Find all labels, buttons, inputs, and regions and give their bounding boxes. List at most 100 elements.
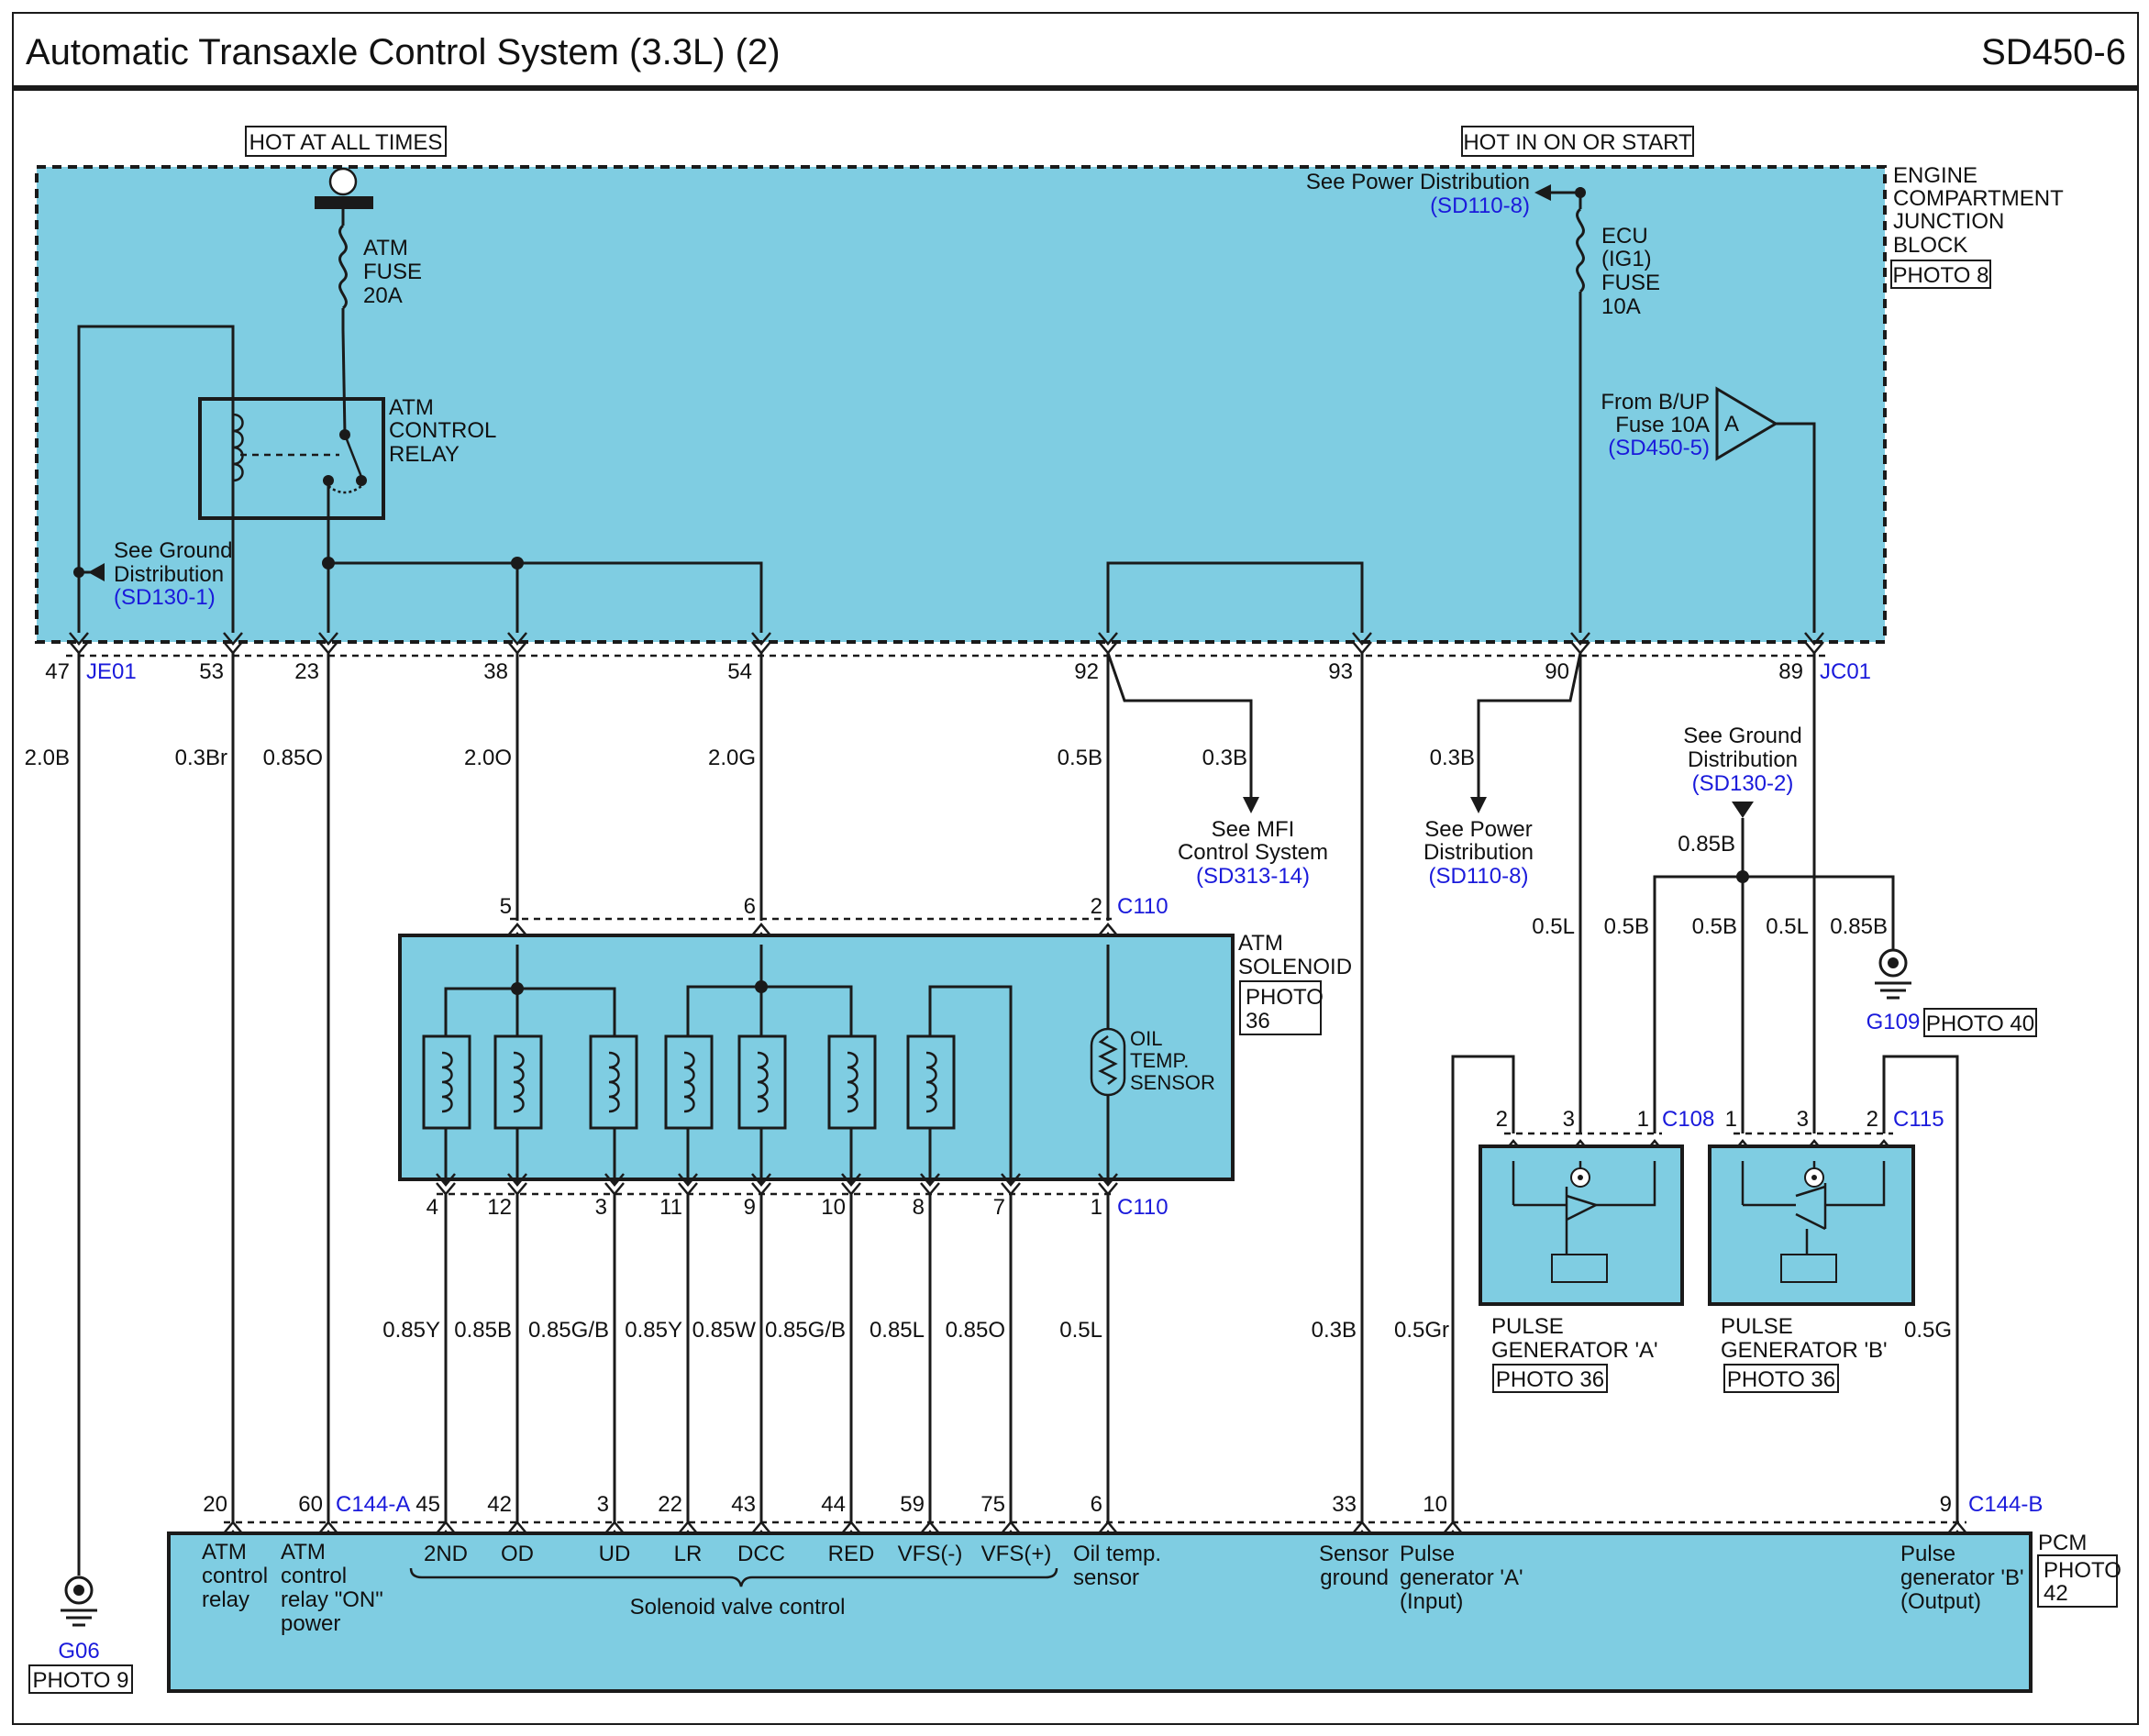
svg-text:3: 3	[595, 1195, 607, 1220]
svg-text:Distribution: Distribution	[1688, 747, 1798, 772]
svg-text:Oil temp.: Oil temp.	[1073, 1542, 1161, 1566]
svg-text:control: control	[202, 1564, 268, 1588]
svg-text:See Power: See Power	[1424, 817, 1532, 842]
svg-text:Sensor: Sensor	[1319, 1542, 1389, 1566]
svg-text:C110: C110	[1117, 1195, 1169, 1220]
svg-text:RELAY: RELAY	[389, 442, 460, 467]
hot-at-all-times-label: HOT AT ALL TIMES	[245, 126, 447, 157]
svg-text:10: 10	[821, 1195, 846, 1220]
svg-text:22: 22	[658, 1492, 682, 1517]
svg-text:ECU: ECU	[1601, 224, 1648, 249]
svg-text:COMPARTMENT: COMPARTMENT	[1893, 186, 2064, 211]
svg-text:OD: OD	[501, 1542, 534, 1566]
svg-text:G109: G109	[1867, 1010, 1921, 1034]
svg-text:1: 1	[1637, 1107, 1649, 1132]
svg-text:0.5B: 0.5B	[1604, 914, 1649, 939]
svg-text:PHOTO 40: PHOTO 40	[1926, 1012, 2034, 1036]
svg-text:See Ground: See Ground	[114, 538, 232, 563]
svg-text:33: 33	[1332, 1492, 1357, 1517]
svg-text:(SD130-2): (SD130-2)	[1692, 771, 1794, 796]
svg-text:C110: C110	[1117, 894, 1169, 919]
ground-g06: G06 PHOTO 9	[28, 1576, 133, 1694]
svg-text:1: 1	[1725, 1107, 1737, 1132]
svg-text:92: 92	[1074, 659, 1099, 684]
main-wires	[77, 653, 1816, 1576]
svg-text:45: 45	[415, 1492, 440, 1517]
svg-text:ground: ground	[1320, 1565, 1389, 1590]
pulse-generator-wire-labels: 0.5L 0.5B 0.5B 0.5L 0.85B	[1532, 914, 1888, 939]
svg-text:2.0B: 2.0B	[25, 746, 70, 770]
svg-text:7: 7	[993, 1195, 1005, 1220]
svg-text:relay "ON": relay "ON"	[281, 1587, 383, 1612]
svg-text:ATM: ATM	[1238, 931, 1283, 956]
svg-text:LR: LR	[674, 1542, 703, 1566]
svg-text:0.85L: 0.85L	[870, 1318, 925, 1343]
svg-text:0.5B: 0.5B	[1692, 914, 1737, 939]
svg-text:PCM: PCM	[2038, 1531, 2087, 1555]
svg-text:42: 42	[487, 1492, 512, 1517]
svg-text:control: control	[281, 1564, 347, 1588]
svg-text:2.0O: 2.0O	[464, 746, 512, 770]
svg-text:0.85B: 0.85B	[1830, 914, 1888, 939]
svg-text:0.5L: 0.5L	[1059, 1318, 1102, 1343]
svg-text:9: 9	[1940, 1492, 1952, 1517]
svg-text:A: A	[1724, 412, 1739, 437]
svg-text:sensor: sensor	[1073, 1565, 1139, 1590]
svg-text:0.85B: 0.85B	[454, 1318, 512, 1343]
svg-text:5: 5	[500, 894, 512, 919]
svg-text:53: 53	[199, 659, 224, 684]
svg-text:43: 43	[731, 1492, 756, 1517]
svg-text:SENSOR: SENSOR	[1130, 1071, 1215, 1094]
from-bup-fuse-connector: A From B/UP Fuse 10A (SD450-5)	[1601, 386, 1816, 633]
pulse-a-transistor	[1512, 1161, 1656, 1283]
svg-text:2: 2	[1496, 1107, 1508, 1132]
svg-text:UD: UD	[599, 1542, 631, 1566]
svg-text:2: 2	[1091, 894, 1102, 919]
see-power-distribution-top: See Power Distribution (SD110-8)	[1306, 170, 1586, 218]
svg-text:JC01: JC01	[1820, 659, 1871, 684]
svg-text:0.5Gr: 0.5Gr	[1394, 1318, 1449, 1343]
svg-text:0.85G/B: 0.85G/B	[528, 1318, 609, 1343]
svg-text:ATM: ATM	[281, 1540, 326, 1565]
svg-text:FUSE: FUSE	[363, 260, 422, 284]
svg-text:HOT AT ALL TIMES: HOT AT ALL TIMES	[249, 130, 443, 155]
see-ground-distribution-1: See Ground Distribution (SD130-1)	[73, 538, 232, 610]
svg-text:relay: relay	[202, 1587, 249, 1612]
svg-text:VFS(-): VFS(-)	[898, 1542, 963, 1566]
svg-text:DCC: DCC	[737, 1542, 785, 1566]
svg-text:PHOTO: PHOTO	[2044, 1558, 2121, 1583]
svg-text:20A: 20A	[363, 283, 403, 308]
je01-pins: 47 JE01 53 23 38 54 92 93 90 89 JC01	[45, 632, 1871, 684]
atm-fuse: ATM FUSE 20A	[315, 167, 422, 330]
svg-text:BLOCK: BLOCK	[1893, 233, 1967, 258]
svg-text:59: 59	[900, 1492, 925, 1517]
svg-text:4: 4	[426, 1195, 438, 1220]
svg-text:JUNCTION: JUNCTION	[1893, 209, 2004, 234]
svg-text:See Ground: See Ground	[1683, 724, 1801, 748]
page-title: Automatic Transaxle Control System (3.3L…	[26, 32, 781, 72]
svg-text:3: 3	[1797, 1107, 1809, 1132]
pcm-terminal-labels: ATM control relay ATM control relay "ON"…	[202, 1540, 2024, 1636]
svg-text:93: 93	[1328, 659, 1353, 684]
svg-text:Control System: Control System	[1178, 840, 1328, 865]
mfi-branch: See MFI Control System (SD313-14)	[1106, 652, 1328, 889]
svg-text:GENERATOR 'A': GENERATOR 'A'	[1491, 1338, 1658, 1363]
hot-in-on-or-start-label: HOT IN ON OR START	[1461, 126, 1694, 157]
svg-text:0.5B: 0.5B	[1058, 746, 1102, 770]
svg-text:2.0G: 2.0G	[708, 746, 756, 770]
svg-text:23: 23	[294, 659, 319, 684]
svg-text:GENERATOR 'B': GENERATOR 'B'	[1721, 1338, 1888, 1363]
svg-text:Pulse: Pulse	[1900, 1542, 1955, 1566]
power-branch: See Power Distribution (SD110-8)	[1423, 652, 1582, 889]
svg-text:HOT IN ON OR START: HOT IN ON OR START	[1463, 130, 1692, 155]
svg-text:0.85G/B: 0.85G/B	[765, 1318, 846, 1343]
svg-text:1: 1	[1091, 1195, 1102, 1220]
svg-text:0.85Y: 0.85Y	[625, 1318, 682, 1343]
svg-text:0.3B: 0.3B	[1202, 746, 1247, 770]
svg-text:PHOTO 36: PHOTO 36	[1727, 1367, 1835, 1392]
svg-text:0.85Y: 0.85Y	[382, 1318, 440, 1343]
junction-block-wiring	[77, 325, 1364, 633]
svg-text:FUSE: FUSE	[1601, 271, 1660, 295]
svg-text:54: 54	[727, 659, 752, 684]
